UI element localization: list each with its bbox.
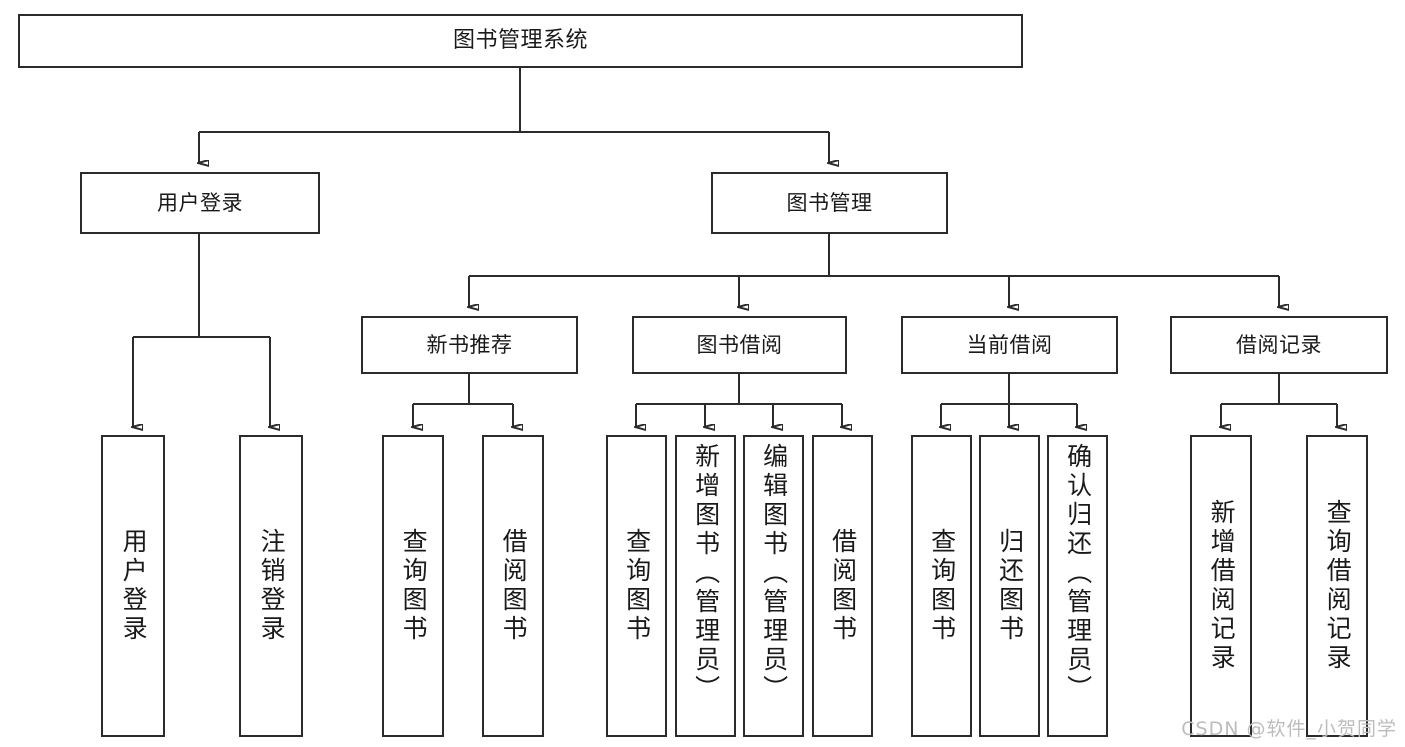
node-label: 新增借阅记录 [1207,499,1237,673]
node-new-book-recommend[interactable]: 新书推荐 [361,316,578,374]
node-label: 当前借阅 [966,332,1053,357]
node-current-borrow[interactable]: 当前借阅 [901,316,1118,374]
node-leaf-confirm-return-admin[interactable]: 确认归还（管理员） [1047,435,1108,737]
node-label: 查询图书 [622,528,652,644]
node-label: 归还图书 [995,528,1025,644]
node-leaf-logout[interactable]: 注销登录 [239,435,303,737]
node-user-login[interactable]: 用户登录 [80,172,320,234]
node-label: 用户登录 [119,528,149,644]
node-label: 确认归还（管理员） [1063,443,1093,704]
node-label: 新增图书（管理员） [691,443,721,704]
node-label: 新书推荐 [426,332,513,357]
node-leaf-query-book-borrow[interactable]: 查询图书 [606,435,667,737]
node-label: 借阅图书 [499,528,529,644]
node-label: 注销登录 [257,528,287,644]
node-leaf-edit-book-admin[interactable]: 编辑图书（管理员） [743,435,804,737]
node-label: 查询图书 [399,528,429,644]
node-leaf-add-borrow-record[interactable]: 新增借阅记录 [1190,435,1252,737]
node-leaf-query-book-recommend[interactable]: 查询图书 [382,435,444,737]
node-label: 借阅记录 [1236,332,1322,357]
node-leaf-query-borrow-record[interactable]: 查询借阅记录 [1306,435,1368,737]
node-book-management[interactable]: 图书管理 [711,172,948,234]
node-leaf-add-book-admin[interactable]: 新增图书（管理员） [675,435,736,737]
node-label: 查询图书 [927,528,957,644]
node-label: 图书管理系统 [452,28,588,53]
node-label: 用户登录 [157,190,243,215]
node-label: 编辑图书（管理员） [759,443,789,704]
node-label: 借阅图书 [828,528,858,644]
node-leaf-borrow-book-recommend[interactable]: 借阅图书 [482,435,544,737]
node-leaf-query-book-current[interactable]: 查询图书 [911,435,972,737]
node-label: 图书借阅 [696,332,783,357]
node-leaf-borrow-book[interactable]: 借阅图书 [812,435,873,737]
node-leaf-return-book[interactable]: 归还图书 [979,435,1040,737]
node-borrow-records[interactable]: 借阅记录 [1170,316,1388,374]
node-root-system[interactable]: 图书管理系统 [18,14,1023,68]
node-leaf-user-login[interactable]: 用户登录 [101,435,165,737]
node-label: 查询借阅记录 [1323,499,1353,673]
node-book-borrow[interactable]: 图书借阅 [632,316,847,374]
node-label: 图书管理 [786,190,873,215]
